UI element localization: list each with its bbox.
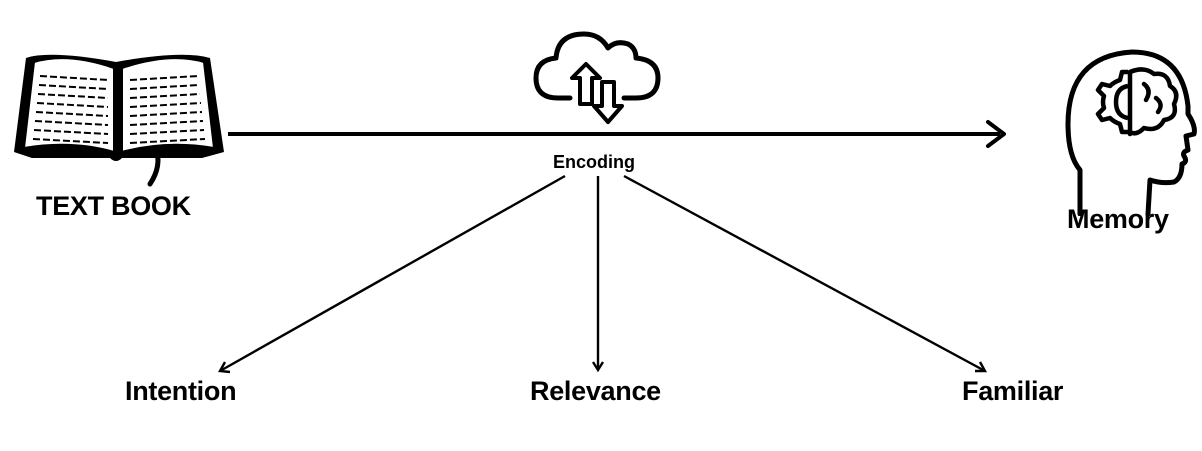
- factor-label-familiar: Familiar: [962, 376, 1064, 406]
- branch-arrow-familiar: [623, 174, 986, 373]
- head-brain-gear-icon: [1065, 49, 1197, 216]
- factor-label-intention: Intention: [125, 376, 237, 406]
- factor-label-relevance: Relevance: [530, 376, 661, 406]
- target-label: Memory: [1067, 204, 1169, 234]
- main-arrowhead: [986, 120, 1006, 148]
- branch-arrowhead-familiar: [975, 361, 988, 373]
- cloud-upload-download-icon: [533, 31, 661, 124]
- process-label: Encoding: [553, 152, 635, 172]
- source-label: TEXT BOOK: [36, 191, 191, 221]
- open-book-icon: [14, 54, 224, 187]
- branch-arrowhead-relevance: [591, 361, 605, 373]
- branch-arrow-intention: [219, 174, 566, 373]
- branch-arrowhead-intention: [218, 361, 231, 374]
